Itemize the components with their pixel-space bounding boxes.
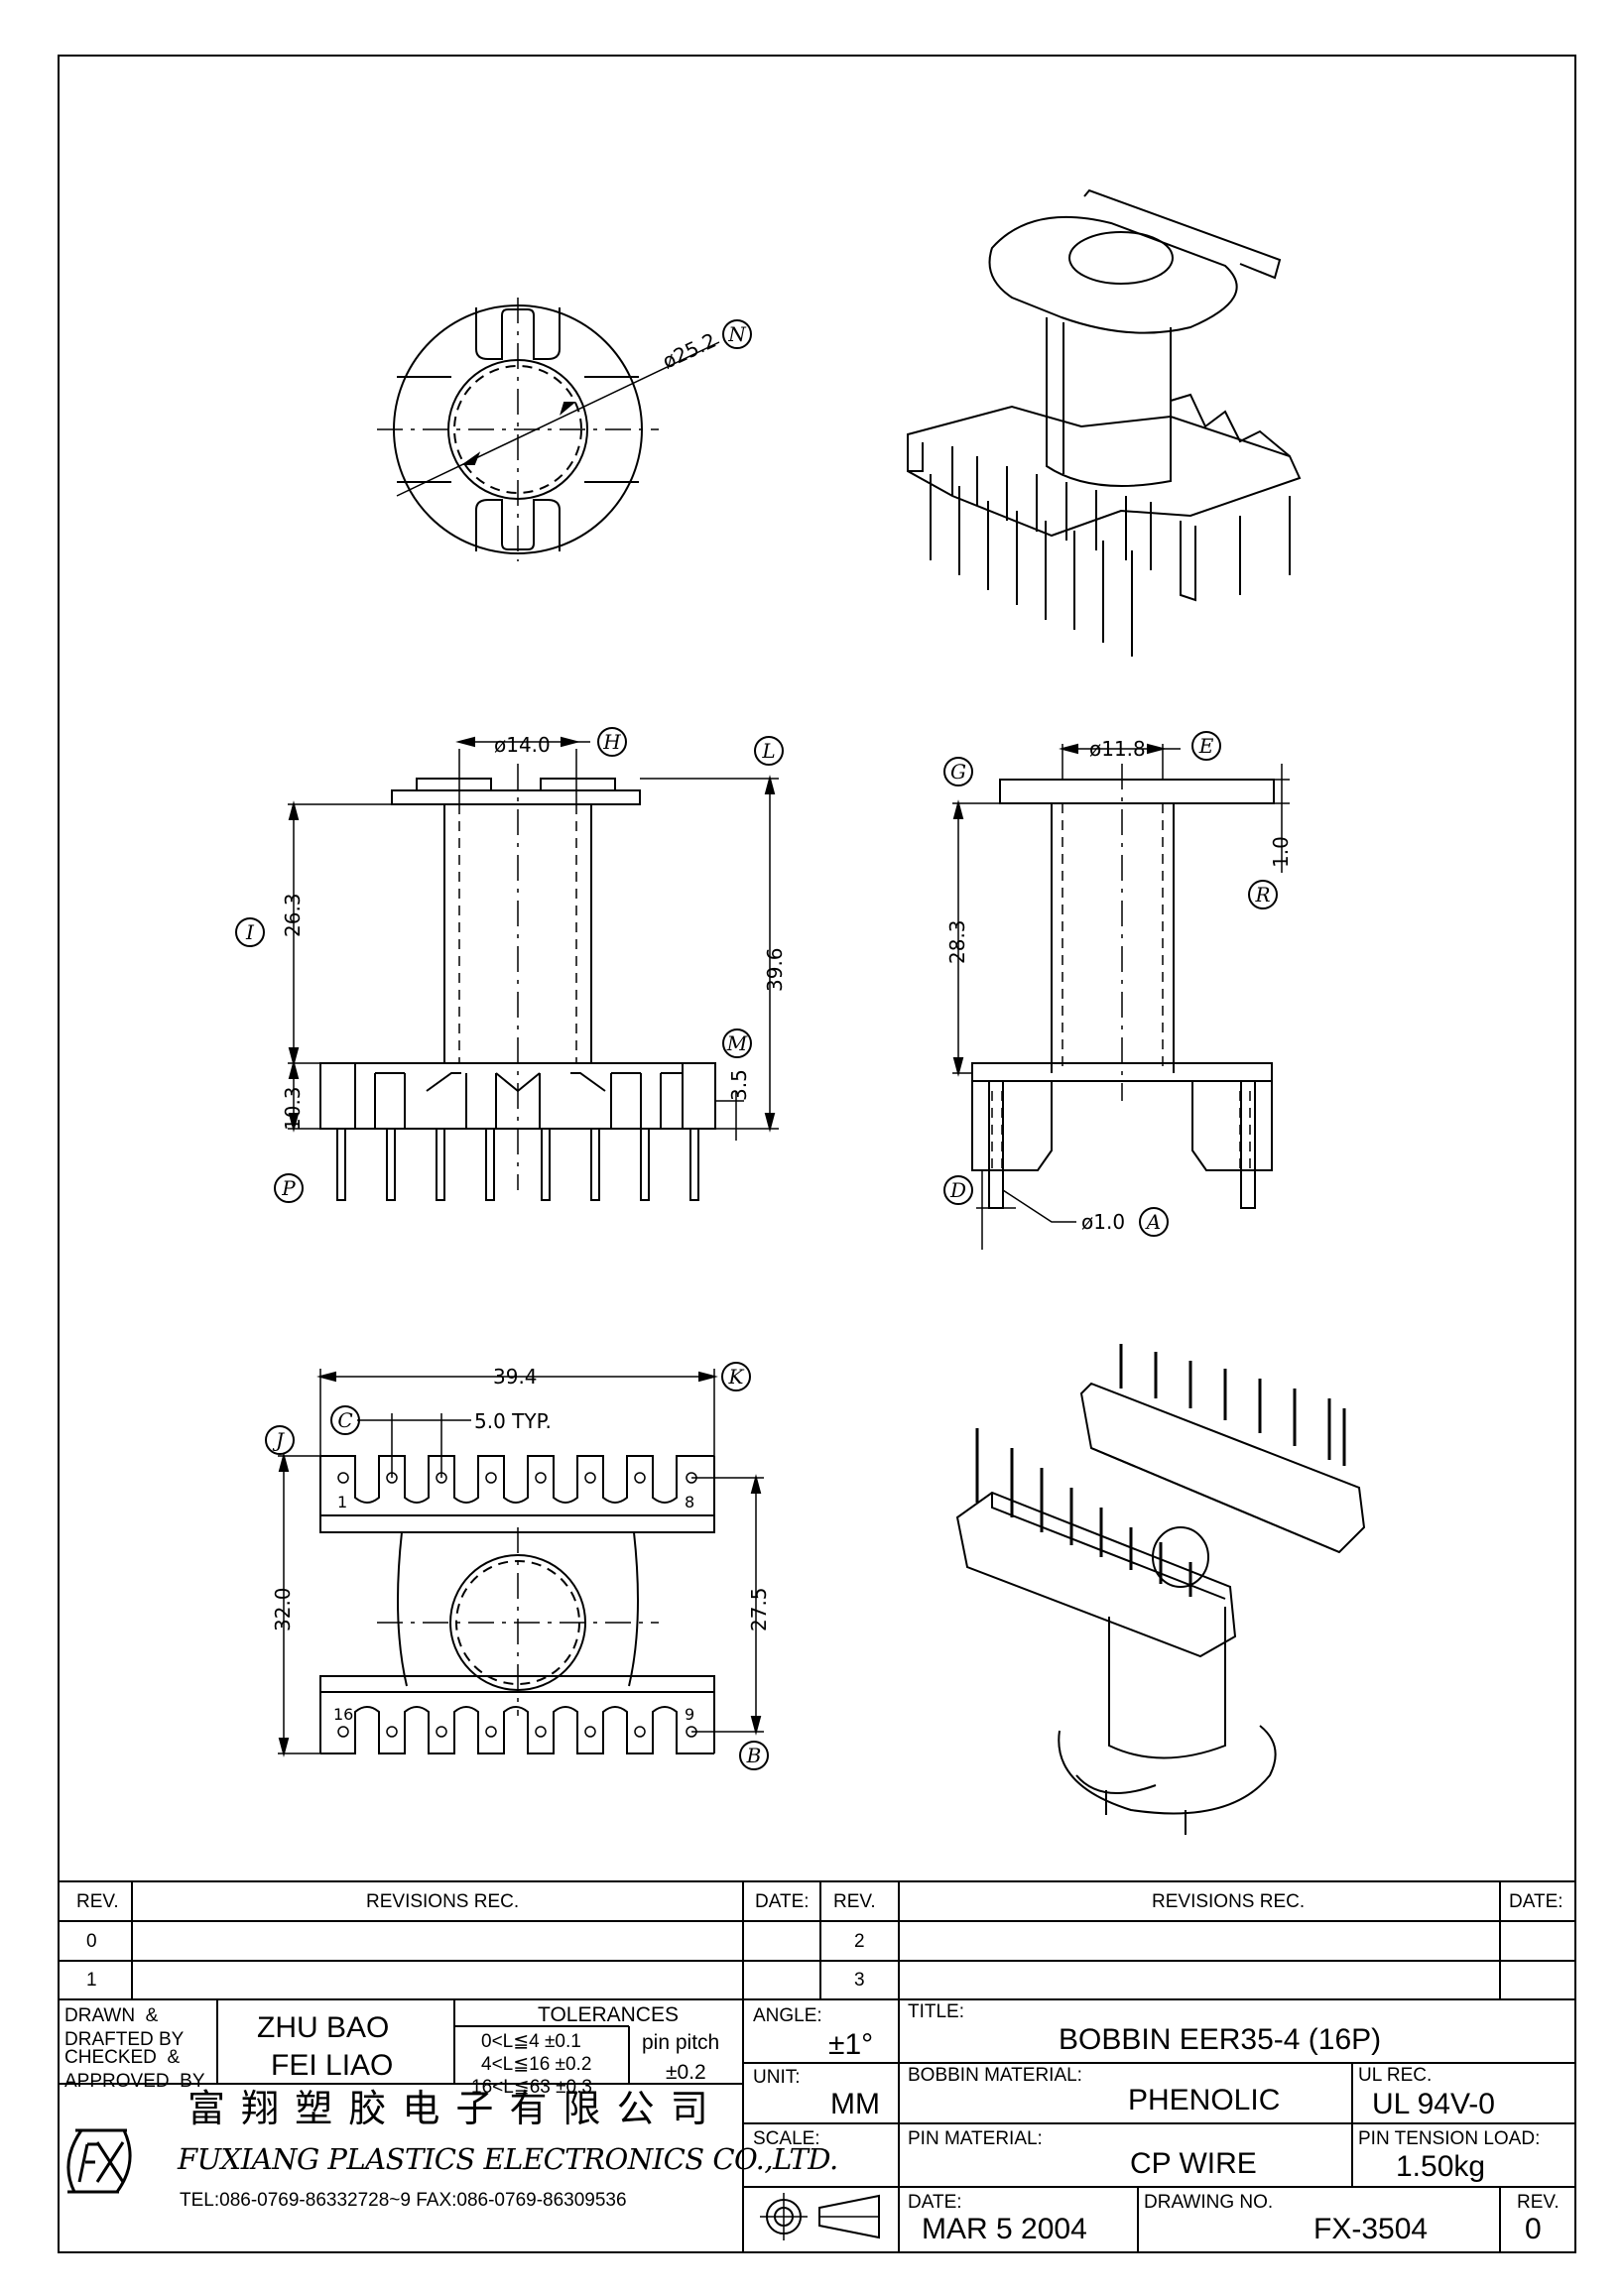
tolerance-row-1: 0<L≦4 ±0.1 (481, 2031, 581, 2052)
top-view (377, 298, 752, 561)
company-contact: TEL:086-0769-86332728~9 FAX:086-0769-863… (180, 2190, 627, 2211)
pin-pitch-value: ±0.2 (666, 2061, 706, 2084)
label-I: I (245, 920, 255, 944)
angle-label: ANGLE: (753, 2005, 822, 2026)
checked-by: FEI LIAO (271, 2049, 394, 2082)
rev-row-1: 1 (86, 1970, 97, 1991)
pin-pitch-label: pin pitch (642, 2031, 720, 2054)
dim-r: 1.0 (1269, 836, 1293, 868)
pin-number-9: 9 (685, 1705, 694, 1724)
label-K: K (728, 1365, 745, 1389)
rev-value: 0 (1525, 2213, 1542, 2245)
label-J: J (272, 1428, 285, 1452)
pin-material-label: PIN MATERIAL: (908, 2128, 1043, 2149)
bobbin-material-label: BOBBIN MATERIAL: (908, 2065, 1082, 2086)
isometric-view-bottom (955, 1344, 1366, 1835)
dim-c: 5.0 TYP. (474, 1409, 552, 1433)
front-view (235, 727, 784, 1203)
dim-n: ø25.2 (659, 328, 720, 374)
date-label: DATE: (908, 2192, 962, 2213)
title-block-grid (59, 1880, 1575, 2252)
rev-row-0: 0 (86, 1931, 97, 1952)
label-E: E (1198, 734, 1214, 758)
company-english-name: FUXIANG PLASTICS ELECTRONICS CO.,LTD. (178, 2142, 838, 2176)
revisions-rec-header-right: REVISIONS REC. (1152, 1891, 1306, 1912)
dim-g: 28.3 (945, 919, 969, 964)
rev-header-right: REV. (833, 1891, 876, 1912)
tolerances-title: TOLERANCES (538, 2003, 679, 2026)
pin-tension-label: PIN TENSION LOAD: (1358, 2128, 1541, 2149)
dim-e: ø11.8 (1089, 737, 1146, 761)
pin-number-8: 8 (685, 1493, 694, 1511)
tolerance-row-3: 16<L≦63 ±0.3 (471, 2077, 592, 2098)
drawing-title: BOBBIN EER35-4 (16P) (1059, 2023, 1382, 2056)
label-H: H (602, 730, 621, 754)
unit-label: UNIT: (753, 2067, 801, 2088)
date-value: MAR 5 2004 (922, 2213, 1087, 2245)
sheet-border (58, 55, 1576, 2253)
title-label: TITLE: (908, 2001, 965, 2022)
dim-b: 27.5 (747, 1587, 771, 1631)
drawing-no-value: FX-3504 (1313, 2213, 1429, 2245)
label-D: D (949, 1178, 966, 1202)
drawn-label: DRAWN & DRAFTED BY (64, 2005, 185, 2050)
dim-m: 3.5 (727, 1069, 751, 1101)
pin-tension-value: 1.50kg (1396, 2150, 1486, 2183)
isometric-view-top (907, 188, 1302, 657)
dim-l: 39.6 (763, 947, 787, 992)
angle-value: ±1° (828, 2028, 874, 2061)
label-R: R (1254, 883, 1270, 906)
label-C: C (337, 1408, 352, 1432)
dim-a: ø1.0 (1081, 1210, 1125, 1234)
ul-value: UL 94V-0 (1372, 2088, 1495, 2120)
drawing-no-label: DRAWING NO. (1144, 2192, 1274, 2213)
rev-label: REV. (1517, 2192, 1560, 2213)
bottom-view (265, 1362, 769, 1770)
pin-material-value: CP WIRE (1130, 2147, 1257, 2180)
pin-number-16: 16 (333, 1705, 353, 1724)
company-chinese-name: 富 翔 塑 胶 电 子 有 限 公 司 (187, 2087, 710, 2130)
unit-value: MM (830, 2088, 880, 2120)
title-block: REV. REVISIONS REC. DATE: REV. REVISIONS… (59, 1881, 1575, 2252)
rev-header: REV. (76, 1891, 119, 1912)
dim-k: 39.4 (493, 1365, 538, 1389)
date-header-right: DATE: (1509, 1891, 1563, 1912)
date-header: DATE: (755, 1891, 810, 1912)
label-B: B (746, 1744, 762, 1767)
label-A: A (1145, 1210, 1161, 1234)
label-P: P (281, 1176, 296, 1200)
ul-label: UL REC. (1358, 2065, 1433, 2086)
tolerance-row-2: 4<L≦16 ±0.2 (481, 2054, 592, 2075)
revisions-rec-header: REVISIONS REC. (366, 1891, 520, 1912)
label-G: G (950, 760, 966, 784)
dim-j: 32.0 (271, 1587, 295, 1631)
dim-p: 10.3 (281, 1086, 305, 1131)
dim-h: ø14.0 (494, 733, 551, 757)
pin-number-1: 1 (337, 1493, 347, 1511)
side-view (943, 731, 1290, 1250)
checked-label: CHECKED & APPROVED BY (64, 2047, 205, 2092)
dim-i: 26.3 (281, 893, 305, 937)
drawn-by: ZHU BAO (257, 2011, 390, 2044)
bobbin-material-value: PHENOLIC (1128, 2084, 1281, 2116)
rev-row-3: 3 (854, 1970, 865, 1991)
label-L: L (761, 739, 775, 763)
company-logo-icon (66, 2128, 132, 2194)
rev-row-2: 2 (854, 1931, 865, 1952)
label-M: M (726, 1031, 748, 1055)
scale-label: SCALE: (753, 2128, 820, 2149)
label-N: N (727, 322, 747, 346)
